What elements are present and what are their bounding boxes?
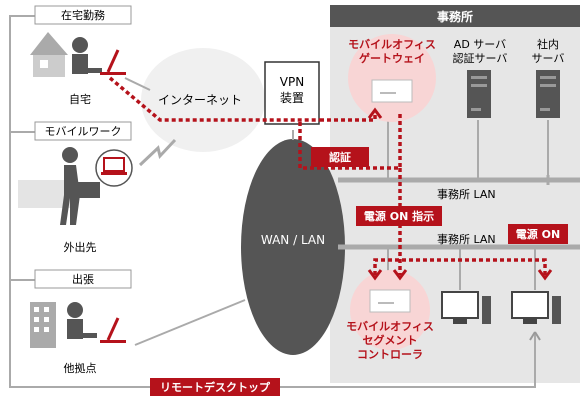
- home-tag-label: 在宅勤務: [61, 8, 105, 22]
- office-title: 事務所: [437, 9, 473, 24]
- home-tag: [34, 5, 132, 25]
- power-on-badge: [508, 224, 568, 244]
- arrow-down-icon: [367, 269, 383, 281]
- remote-desktop-badge: [150, 378, 280, 396]
- walking-person-icon: [60, 147, 100, 225]
- arrow-up-icon: [529, 331, 541, 341]
- auth-path: [108, 76, 547, 275]
- gateway-device-icon: [371, 79, 413, 103]
- power-on-instruction-badge: [356, 206, 442, 226]
- internal-server-label-2: サーバ: [532, 52, 565, 65]
- desktop-pc-icon: [441, 291, 491, 324]
- laptop-icon: [100, 49, 126, 75]
- laptop-icon: [101, 157, 127, 175]
- ad-server-label-1: AD サーバ: [454, 38, 506, 51]
- person-icon: [72, 37, 102, 74]
- gateway-highlight: [348, 34, 436, 122]
- trip-tag: [34, 269, 132, 289]
- laptop-icon: [100, 317, 126, 343]
- power-on-label: 電源 ON: [516, 227, 560, 241]
- mobile-tag-label: モバイルワーク: [45, 125, 122, 138]
- wan-lan-cloud: [241, 139, 345, 355]
- arrow-down-icon: [392, 269, 408, 281]
- desktop-pc-icon: [511, 291, 561, 324]
- mobile-tag: [34, 121, 132, 141]
- house-icon: [30, 32, 68, 77]
- internal-server-label-1: 社内: [537, 37, 559, 51]
- internet-label: インターネット: [158, 93, 242, 107]
- auth-badge: [311, 147, 369, 167]
- trip-label: 他拠点: [64, 362, 97, 375]
- office-building-icon: [30, 302, 56, 348]
- wan-lan-label: WAN / LAN: [261, 233, 325, 247]
- outer-connection-line: [9, 15, 536, 388]
- mobile-label: 外出先: [64, 240, 97, 254]
- vpn-label-1: VPN: [280, 75, 304, 89]
- office-lan-upper-label: 事務所 LAN: [437, 187, 496, 201]
- ad-server-label-2: 認証サーバ: [453, 51, 508, 65]
- server-icon: [536, 70, 560, 118]
- power-on-instruction-label: 電源 ON 指示: [364, 209, 434, 223]
- auth-badge-label: 認証: [329, 150, 351, 164]
- server-icon: [467, 70, 491, 118]
- segment-controller-label-1: モバイルオフィス: [346, 320, 434, 333]
- segment-controller-label-2: セグメント: [363, 333, 418, 347]
- arrow-down-icon: [537, 269, 553, 281]
- home-label: 自宅: [69, 92, 91, 106]
- gateway-label-2: ゲートウェイ: [359, 51, 425, 65]
- vpn-device: [264, 61, 320, 125]
- internet-cloud: [141, 48, 265, 152]
- office-header: [330, 5, 580, 27]
- arrow-up-icon: [367, 107, 383, 119]
- trip-tag-label: 出張: [72, 272, 94, 286]
- remote-desktop-label: リモートデスクトップ: [160, 380, 271, 394]
- wireless-icon: [138, 138, 177, 167]
- segment-controller-device-icon: [369, 289, 411, 313]
- person-icon: [67, 302, 97, 339]
- office-lan-lower-label: 事務所 LAN: [437, 232, 496, 246]
- vpn-label-2: 装置: [280, 91, 304, 105]
- gateway-label-1: モバイルオフィス: [348, 38, 436, 51]
- segment-controller-label-3: コントローラ: [357, 348, 423, 361]
